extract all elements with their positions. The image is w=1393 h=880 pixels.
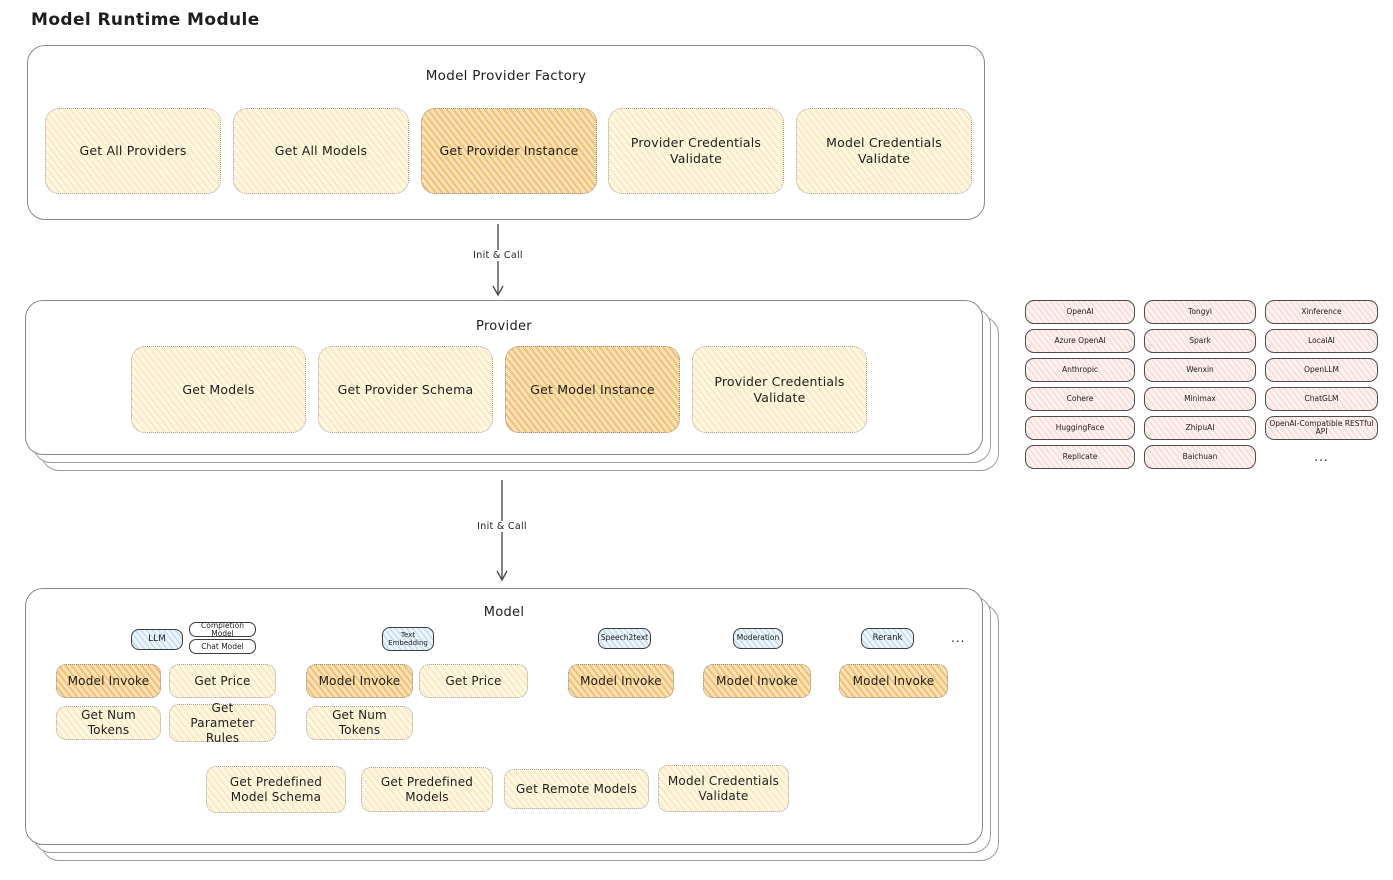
provider-pill-minimax: Minimax: [1144, 387, 1256, 411]
arrow-label-init-call: Init & Call: [468, 250, 528, 261]
tab-moderation: Moderation: [733, 628, 783, 649]
arrow-down-icon: [492, 224, 504, 297]
provider-pill-anthropic: Anthropic: [1025, 358, 1135, 382]
arrow-factory-to-provider: Init & Call: [468, 224, 528, 298]
node-te-model-invoke: Model Invoke: [306, 664, 413, 698]
provider-pill-spark: Spark: [1144, 329, 1256, 353]
provider-pill-wenxin: Wenxin: [1144, 358, 1256, 382]
tab-text-embedding: Text Embedding: [382, 627, 434, 651]
node-te-get-price: Get Price: [419, 664, 528, 698]
factory-box: Model Provider Factory Get All Providers…: [27, 45, 985, 220]
factory-box-title: Model Provider Factory: [425, 68, 587, 84]
provider-pill-cohere: Cohere: [1025, 387, 1135, 411]
node-get-remote-models: Get Remote Models: [504, 769, 649, 809]
provider-pill-zhipuai: ZhipuAI: [1144, 416, 1256, 440]
provider-pill-openai-compatible: OpenAI-Compatible RESTful API: [1265, 416, 1378, 440]
tab-llm: LLM: [131, 629, 183, 650]
node-get-predefined-models: Get Predefined Models: [361, 767, 493, 812]
provider-pill-localai: LocalAI: [1265, 329, 1378, 353]
arrow-label-init-call-2: Init & Call: [472, 521, 532, 532]
node-llm-get-num-tokens: Get Num Tokens: [56, 706, 161, 740]
node-provider-credentials-validate: Provider Credentials Validate: [608, 108, 784, 194]
providers-grid: OpenAI Tongyi Xinference Azure OpenAI Sp…: [1025, 300, 1378, 469]
model-box-title: Model: [483, 605, 525, 620]
node-rerank-model-invoke: Model Invoke: [839, 664, 948, 698]
node-model-credentials-validate: Model Credentials Validate: [796, 108, 972, 194]
node-llm-model-invoke: Model Invoke: [56, 664, 161, 698]
provider-pill-azure-openai: Azure OpenAI: [1025, 329, 1135, 353]
node-get-all-models: Get All Models: [233, 108, 409, 194]
node-get-provider-schema: Get Provider Schema: [318, 346, 493, 433]
provider-pill-openllm: OpenLLM: [1265, 358, 1378, 382]
tab-speech2text: Speech2text: [598, 628, 651, 649]
node-llm-get-price: Get Price: [169, 664, 276, 698]
arrow-provider-to-model: Init & Call: [472, 480, 532, 583]
provider-box-title: Provider: [476, 319, 532, 334]
node-s2t-model-invoke: Model Invoke: [568, 664, 674, 698]
page-title: Model Runtime Module: [31, 10, 260, 30]
provider-pill-openai: OpenAI: [1025, 300, 1135, 324]
node-moderation-model-invoke: Model Invoke: [703, 664, 811, 698]
provider-pill-replicate: Replicate: [1025, 445, 1135, 469]
provider-pill-baichuan: Baichuan: [1144, 445, 1256, 469]
node-model-credentials-validate-2: Model Credentials Validate: [658, 765, 789, 812]
node-llm-get-parameter-rules: Get Parameter Rules: [169, 701, 276, 745]
provider-pill-chatglm: ChatGLM: [1265, 387, 1378, 411]
node-get-predefined-model-schema: Get Predefined Model Schema: [206, 766, 346, 813]
node-provider-credentials-validate-2: Provider Credentials Validate: [692, 346, 867, 433]
provider-pill-huggingface: HuggingFace: [1025, 416, 1135, 440]
providers-ellipsis: ...: [1314, 450, 1329, 464]
node-get-provider-instance: Get Provider Instance: [421, 108, 597, 194]
tab-rerank: Rerank: [861, 628, 914, 649]
node-get-all-providers: Get All Providers: [45, 108, 221, 194]
node-get-model-instance: Get Model Instance: [505, 346, 680, 433]
tab-completion-model: Completion Model: [189, 622, 256, 637]
tabs-ellipsis: ...: [951, 631, 966, 645]
provider-pill-xinference: Xinference: [1265, 300, 1378, 324]
model-box: Model LLM Completion Model Chat Model Te…: [25, 588, 983, 845]
provider-box: Provider Get Models Get Provider Schema …: [25, 300, 983, 455]
provider-pill-tongyi: Tongyi: [1144, 300, 1256, 324]
node-get-models: Get Models: [131, 346, 306, 433]
tab-chat-model: Chat Model: [189, 639, 256, 654]
node-te-get-num-tokens: Get Num Tokens: [306, 706, 413, 740]
